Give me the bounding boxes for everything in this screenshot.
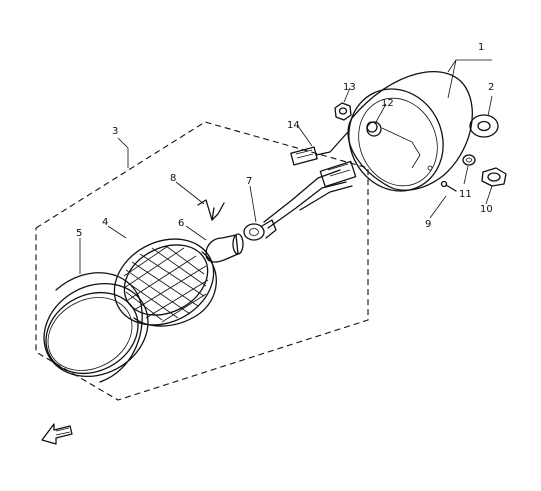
callout-13: 13 <box>343 82 356 93</box>
wire-harness-connector <box>290 132 348 166</box>
callout-6: 6 <box>178 218 184 229</box>
callout-9: 9 <box>425 219 431 230</box>
callout-2: 2 <box>488 82 494 93</box>
callout-1: 1 <box>478 42 484 53</box>
spring-clip-part <box>197 199 225 221</box>
nut-part <box>334 102 352 121</box>
callout-4: 4 <box>102 217 108 228</box>
callout-8: 8 <box>170 173 176 184</box>
screw-part <box>440 180 457 192</box>
sealed-beam-lens <box>113 238 217 327</box>
callout-12: 12 <box>381 98 394 109</box>
callout-11: 11 <box>459 189 472 200</box>
callout-10: 10 <box>480 204 493 215</box>
callout-3: 3 <box>112 126 118 137</box>
callout-labels: 1 2 3 4 5 6 7 8 9 10 11 12 13 14 <box>76 42 494 239</box>
callout-leader-lines <box>79 59 493 274</box>
washer-part <box>462 154 476 166</box>
grommet-part <box>469 114 499 138</box>
headlight-housing <box>347 71 473 192</box>
headlight-rim <box>43 272 149 383</box>
callout-5: 5 <box>76 228 82 239</box>
bulb-socket-part <box>243 160 357 241</box>
assembly-dashed-box <box>35 121 369 401</box>
callout-14: 14 <box>287 120 300 131</box>
bulb-part <box>205 233 244 263</box>
housing-washer-part <box>366 121 382 137</box>
bolt-part <box>481 167 507 187</box>
front-direction-arrow-icon <box>41 423 73 445</box>
callout-7: 7 <box>246 176 252 187</box>
